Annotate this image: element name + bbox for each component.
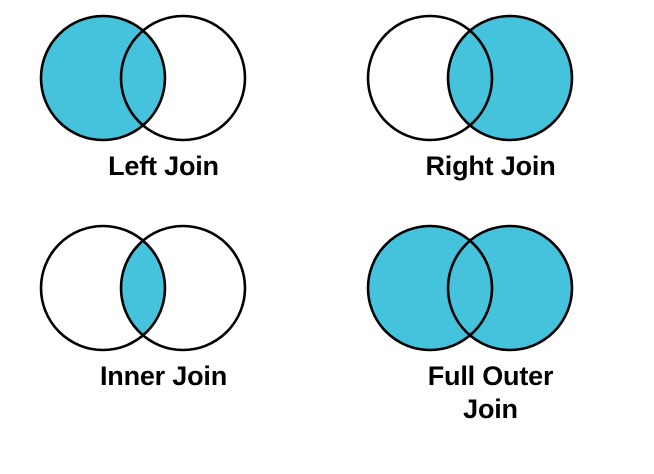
venn-figure-inner-join xyxy=(0,218,327,398)
venn-figure-right-join xyxy=(327,8,654,188)
venn-label-full-outer-join: Full Outer Join xyxy=(427,361,554,424)
left-circle-outline xyxy=(366,14,494,142)
venn-diagram-left-join: Left Join xyxy=(0,8,327,245)
right-circle-outline xyxy=(119,224,247,352)
venn-figure-full-outer-join xyxy=(327,218,654,398)
left-circle-outline xyxy=(39,224,167,352)
left-circle-outline xyxy=(39,14,167,142)
right-circle-outline xyxy=(119,14,247,142)
intersection-fill xyxy=(448,16,492,140)
venn-diagram-full-outer-join: Full Outer Join xyxy=(327,218,654,455)
venn-diagram-right-join: Right Join xyxy=(327,8,654,245)
venn-label-inner-join: Inner Join xyxy=(99,361,227,391)
intersection-fill xyxy=(121,226,165,350)
right-circle-fill xyxy=(448,226,572,350)
left-circle-outline xyxy=(366,224,494,352)
venn-label-right-join: Right Join xyxy=(425,151,556,181)
venn-label-left-join: Left Join xyxy=(108,151,219,181)
right-circle-outline xyxy=(446,14,574,142)
intersection-fill xyxy=(121,16,165,140)
venn-diagram-inner-join: Inner Join xyxy=(0,218,327,455)
right-circle-outline xyxy=(446,224,574,352)
venn-figure-left-join xyxy=(0,8,327,188)
